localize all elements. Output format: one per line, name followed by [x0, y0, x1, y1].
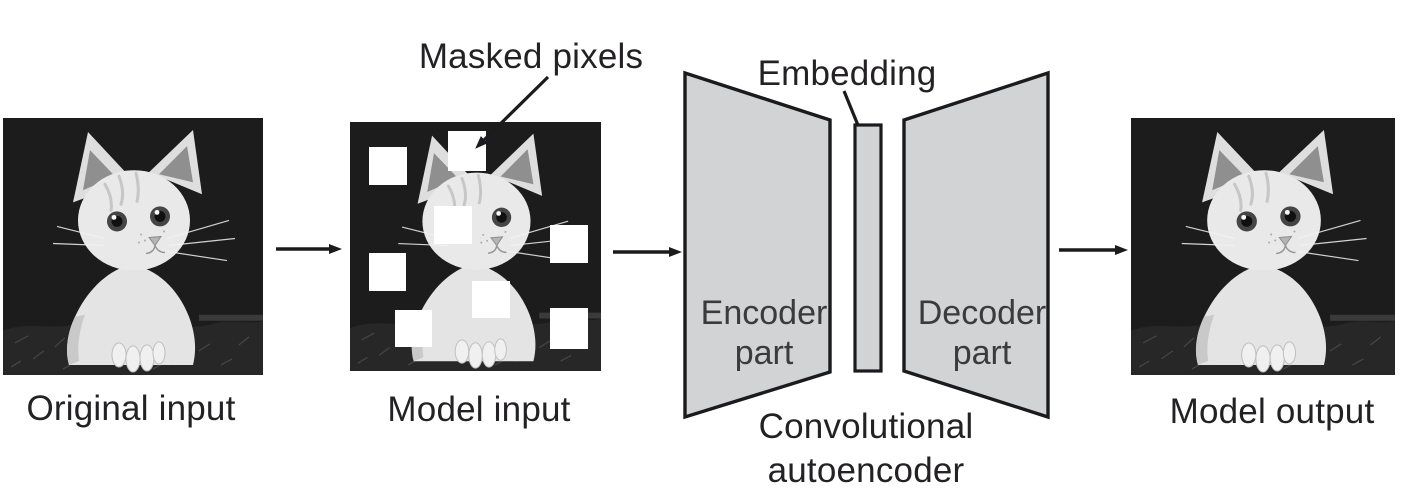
original-input-photo: [3, 118, 263, 375]
embedding-bar: [853, 123, 883, 373]
mask-square: [395, 310, 432, 347]
decoder-part-label-line2: part: [952, 334, 1012, 372]
model-input-caption: Model input: [387, 390, 571, 429]
encoder-part-label-line1: Encoder: [700, 294, 828, 332]
original-input-caption: Original input: [26, 389, 236, 428]
embedding-label: Embedding: [757, 54, 937, 93]
autoencoder-caption: Convolutional autoencoder: [759, 405, 974, 488]
model-output-photo: [1131, 118, 1395, 375]
model-output-caption: Model output: [1169, 392, 1375, 431]
embedding-pointer-arrow: [842, 90, 867, 146]
mask-square: [550, 308, 588, 349]
mask-square: [472, 281, 510, 318]
model-input-photo: [350, 122, 601, 371]
mask-square: [434, 206, 472, 244]
mask-square: [448, 131, 486, 171]
decoder-part-label-line1: Decoder: [917, 294, 1047, 332]
decoder-part-label: Decoder part: [918, 293, 1047, 373]
mask-square: [369, 253, 406, 291]
mask-square: [369, 147, 407, 185]
kitten-illustration: [1131, 118, 1395, 375]
mask-square: [550, 225, 588, 263]
autoencoder-caption-line1: Convolutional: [758, 407, 974, 446]
autoencoder-caption-line2: autoencoder: [767, 451, 965, 488]
encoder-part-label: Encoder part: [701, 293, 828, 373]
kitten-illustration: [3, 118, 263, 375]
encoder-part-label-line2: part: [734, 334, 794, 372]
masked-pixels-label: Masked pixels: [418, 37, 644, 76]
